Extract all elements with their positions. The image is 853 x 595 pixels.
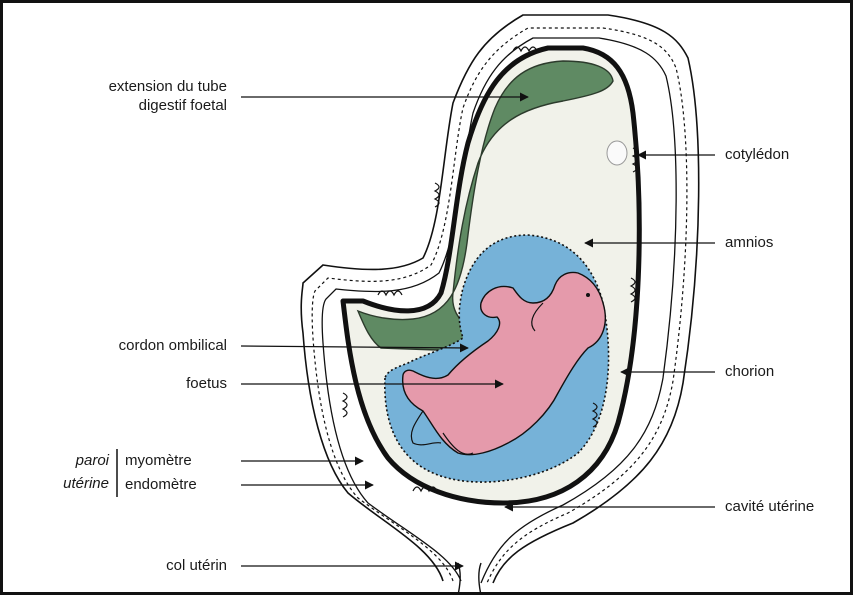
- label-amnios: amnios: [725, 233, 773, 252]
- label-extension: extension du tube digestif foetal: [31, 77, 227, 115]
- label-col: col utérin: [31, 556, 227, 575]
- label-paroi: paroi: [39, 451, 109, 470]
- cotyledon-6: [343, 393, 347, 417]
- cervix-right: [479, 563, 481, 595]
- label-myometre: myomètre: [125, 451, 192, 470]
- label-uterine: utérine: [39, 474, 109, 493]
- label-extension-line1: extension du tube: [31, 77, 227, 96]
- foetus-eye: [586, 293, 590, 297]
- cotyledon-5: [378, 291, 402, 295]
- label-extension-line2: digestif foetal: [31, 96, 227, 115]
- label-foetus: foetus: [31, 374, 227, 393]
- label-cotyledon: cotylédon: [725, 145, 789, 164]
- label-cordon: cordon ombilical: [31, 336, 227, 355]
- cotyledon-marker: [607, 141, 627, 165]
- cotyledon-4: [435, 183, 439, 207]
- label-endometre: endomètre: [125, 475, 197, 494]
- label-cavite: cavité utérine: [725, 497, 814, 516]
- cervix-left: [458, 563, 460, 595]
- label-chorion: chorion: [725, 362, 774, 381]
